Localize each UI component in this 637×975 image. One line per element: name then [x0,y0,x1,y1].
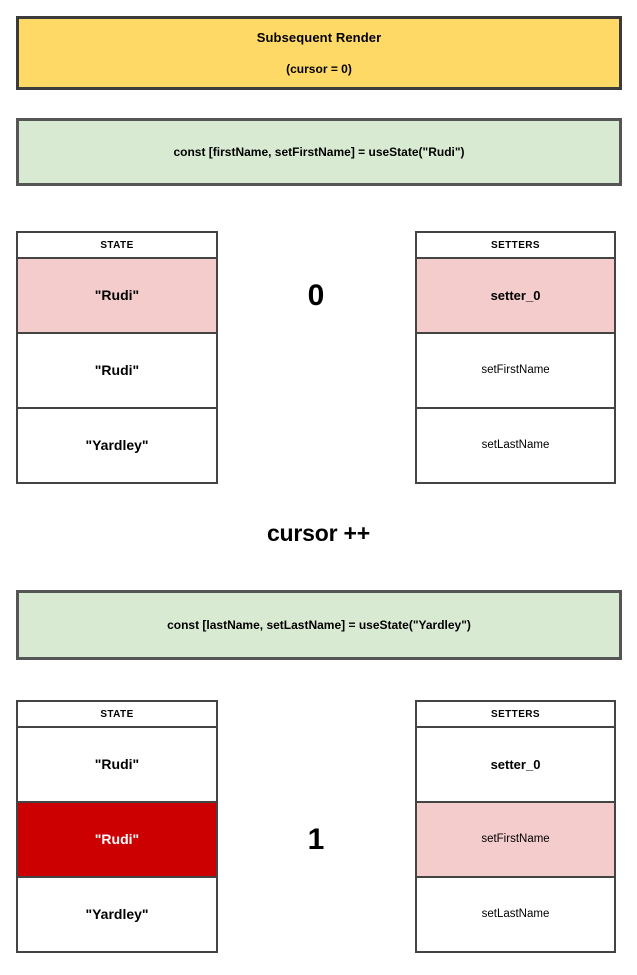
table-row[interactable]: setter_0 [417,728,614,803]
setters-table-section-1: SETTERS setter_0 setFirstName setLastNam… [415,700,616,953]
table-row[interactable]: setFirstName [417,334,614,409]
table-row[interactable]: setter_0 [417,259,614,334]
usestate-lastname-code: const [lastName, setLastName] = useState… [167,617,471,632]
cursor-index-value-1: 1 [307,823,325,856]
cursor-index-value-0: 0 [307,279,325,312]
table-row[interactable]: "Rudi" [18,334,216,409]
usestate-firstname-code: const [firstName, setFirstName] = useSta… [173,144,465,159]
subsequent-render-banner: Subsequent Render (cursor = 0) [16,16,622,90]
table-row[interactable]: "Rudi" [18,259,216,334]
usestate-firstname-banner: const [firstName, setFirstName] = useSta… [16,118,622,186]
setters-table-header-0: SETTERS [417,233,614,259]
table-row[interactable]: setLastName [417,409,614,482]
setter-cell-value: setFirstName [481,363,550,376]
table-row[interactable]: "Yardley" [18,878,216,951]
table-row[interactable]: "Yardley" [18,409,216,482]
table-row[interactable]: "Rudi" [18,728,216,803]
setter-cell-value: setter_0 [490,756,541,772]
setter-cell-value: setLastName [481,907,550,920]
setters-table-header-1: SETTERS [417,702,614,728]
setter-cell-value: setter_0 [490,287,541,303]
render-banner-title: Subsequent Render [256,30,382,45]
setter-cell-value: setFirstName [481,832,550,845]
table-row[interactable]: setFirstName [417,803,614,878]
table-row[interactable]: setLastName [417,878,614,951]
table-row[interactable]: "Rudi" [18,803,216,878]
state-cell-value: "Rudi" [94,362,140,379]
state-cell-value: "Yardley" [85,437,149,454]
cursor-increment-label: cursor ++ [266,520,371,546]
state-cell-value: "Rudi" [94,831,140,848]
render-banner-cursor-value: (cursor = 0) [286,61,352,76]
state-cell-value: "Rudi" [94,756,140,773]
setter-cell-value: setLastName [481,438,550,451]
usestate-lastname-banner: const [lastName, setLastName] = useState… [16,590,622,660]
state-table-header-0: STATE [18,233,216,259]
state-table-header-1: STATE [18,702,216,728]
state-table-section-1: STATE "Rudi" "Rudi" "Yardley" [16,700,218,953]
state-table-section-0: STATE "Rudi" "Rudi" "Yardley" [16,231,218,484]
setters-table-section-0: SETTERS setter_0 setFirstName setLastNam… [415,231,616,484]
state-cell-value: "Rudi" [94,287,140,304]
state-cell-value: "Yardley" [85,906,149,923]
